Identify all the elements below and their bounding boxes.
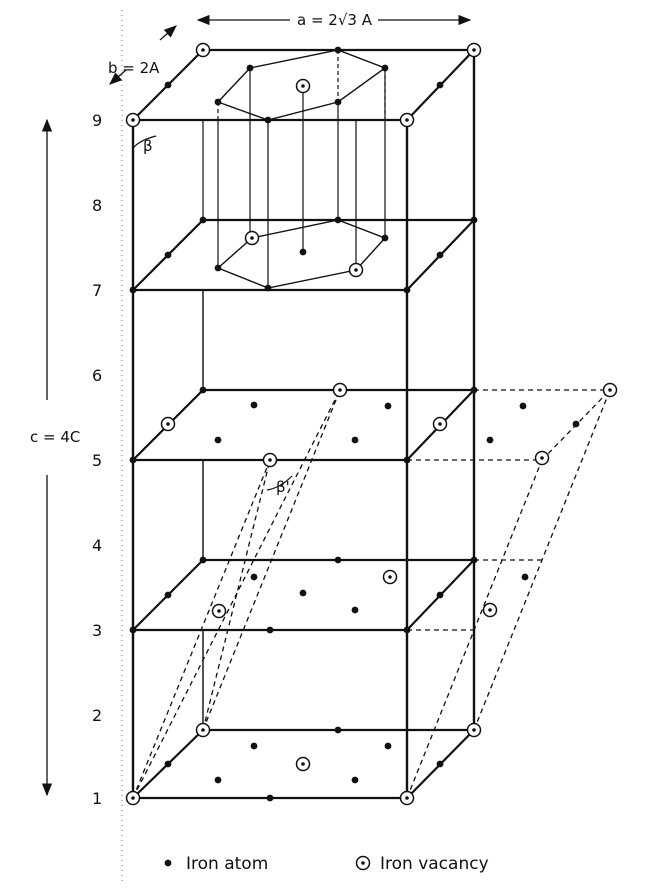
legend-atom-marker xyxy=(164,859,172,867)
layer-3-label: 3 xyxy=(92,621,102,640)
layer-3-dashed-extension xyxy=(407,559,542,631)
iron-vacancies xyxy=(125,42,618,806)
layer-2-label: 2 xyxy=(92,706,102,725)
b-dimension-label: b = 2A xyxy=(108,59,160,77)
legend: Iron atom Iron vacancy xyxy=(164,854,489,874)
iron-atoms xyxy=(129,46,580,802)
beta-prime-arc xyxy=(266,475,293,491)
c-dimension-label: c = 4C xyxy=(30,428,80,446)
layer-4-label: 4 xyxy=(92,536,102,555)
legend-atom-label: Iron atom xyxy=(186,854,268,874)
layer-8-label: 8 xyxy=(92,196,102,215)
layer-5-label: 5 xyxy=(92,451,102,470)
beta-prime-label: β' xyxy=(276,478,290,496)
layer-1-label: 1 xyxy=(92,789,102,808)
hexagon-prism-lines xyxy=(202,68,386,288)
layer-5-plane xyxy=(132,388,475,462)
monoclinic-cell-dashed xyxy=(132,389,611,799)
beta-label: β xyxy=(143,137,153,155)
legend-vacancy-label: Iron vacancy xyxy=(380,854,489,874)
dimension-arrows xyxy=(41,14,472,797)
layer-6-label: 6 xyxy=(92,366,102,385)
layer-7-label: 7 xyxy=(92,281,102,300)
a-dimension-label: a = 2√3 A xyxy=(297,11,373,29)
beta-arc xyxy=(132,135,157,149)
layer-9-label: 9 xyxy=(92,111,102,130)
layer-numbers: 9 8 7 6 5 4 3 2 1 xyxy=(92,111,102,808)
